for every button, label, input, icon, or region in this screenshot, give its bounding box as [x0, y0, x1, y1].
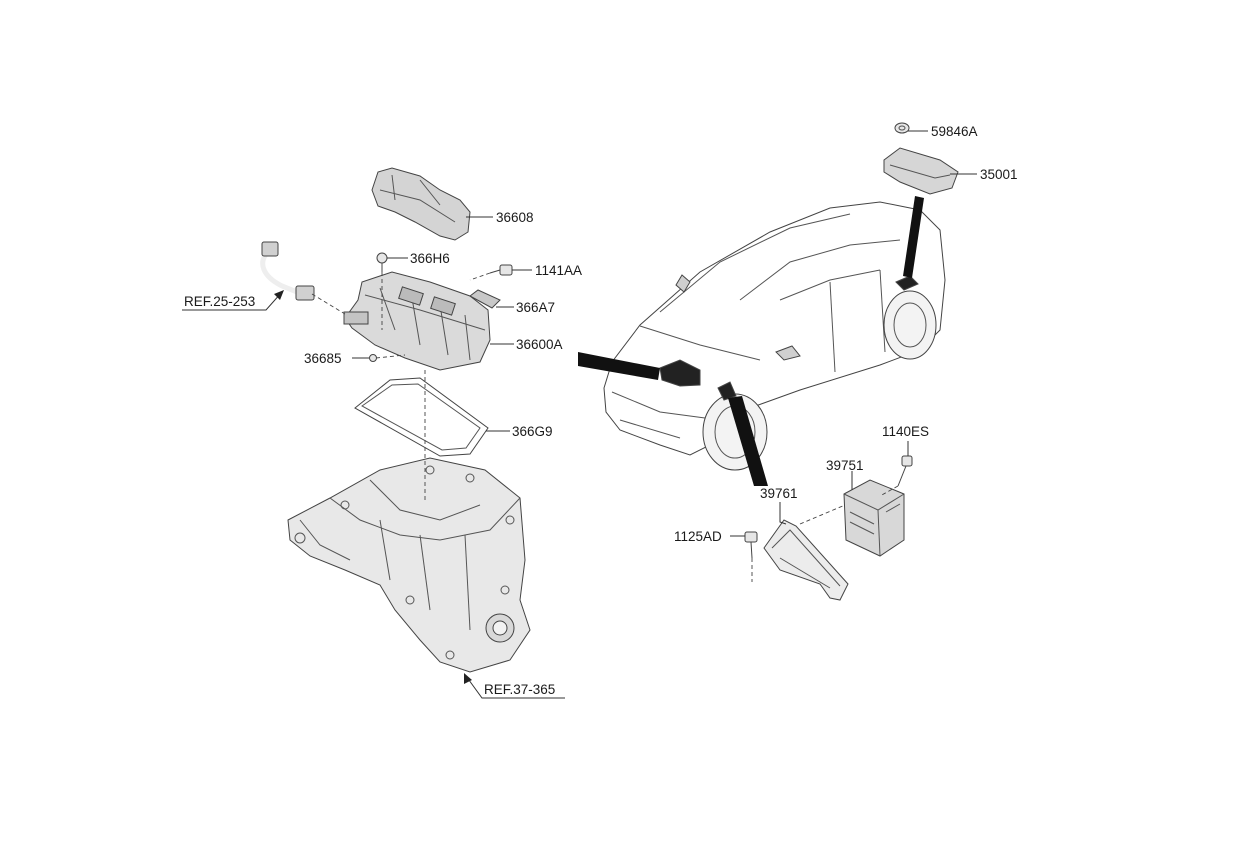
ecu-39751-illustration — [843, 479, 905, 557]
part-label-1140ES: 1140ES — [882, 424, 929, 439]
dash-line — [879, 485, 899, 497]
pad-366A7-illustration — [469, 289, 501, 309]
cover-36608-illustration — [371, 167, 471, 241]
callout-arrow — [903, 196, 924, 278]
part-label-366H6: 366H6 — [410, 251, 450, 266]
vehicle-illustration — [603, 201, 946, 471]
ref-label-37-365: REF.37-365 — [484, 682, 555, 697]
part-label-36608: 36608 — [496, 210, 534, 225]
part-label-36600A: 36600A — [516, 337, 563, 352]
module-35001-illustration — [883, 147, 959, 195]
dash-line — [799, 504, 846, 525]
bolt-1141AA-illustration — [489, 264, 513, 276]
leader-arrowhead — [274, 290, 284, 300]
dash-line — [311, 293, 346, 315]
bolt-1125AD-illustration — [744, 531, 758, 559]
inverter-36600A-illustration — [343, 271, 491, 371]
dash-line — [469, 272, 491, 281]
bolt-366H6-illustration — [376, 252, 388, 272]
leader-line — [465, 675, 565, 699]
dash-line — [375, 354, 406, 359]
part-label-1125AD: 1125AD — [674, 529, 722, 544]
motor-housing-illustration — [287, 457, 531, 673]
leader-arrowhead — [464, 673, 472, 684]
ref-label-25-253: REF.25-253 — [184, 294, 255, 309]
gasket-366G9-illustration — [354, 377, 489, 457]
bolt-1140ES-illustration — [897, 455, 913, 487]
part-label-1141AA: 1141AA — [535, 263, 582, 278]
callout-arrow — [578, 352, 660, 380]
part-label-35001: 35001 — [980, 167, 1018, 182]
leader-line — [182, 291, 283, 311]
bracket-39761-illustration — [763, 519, 849, 601]
nut-59846A-illustration — [894, 122, 910, 134]
part-label-39761: 39761 — [760, 486, 798, 501]
part-label-39751: 39751 — [826, 458, 864, 473]
part-label-36685: 36685 — [304, 351, 342, 366]
part-label-366G9: 366G9 — [512, 424, 553, 439]
callout-arrow — [728, 396, 768, 486]
leader-line — [779, 502, 787, 525]
bolt-36685-illustration — [369, 354, 377, 362]
hose-ref-25-253-illustration — [260, 241, 315, 301]
part-label-366A7: 366A7 — [516, 300, 555, 315]
part-label-59846A: 59846A — [931, 124, 978, 139]
